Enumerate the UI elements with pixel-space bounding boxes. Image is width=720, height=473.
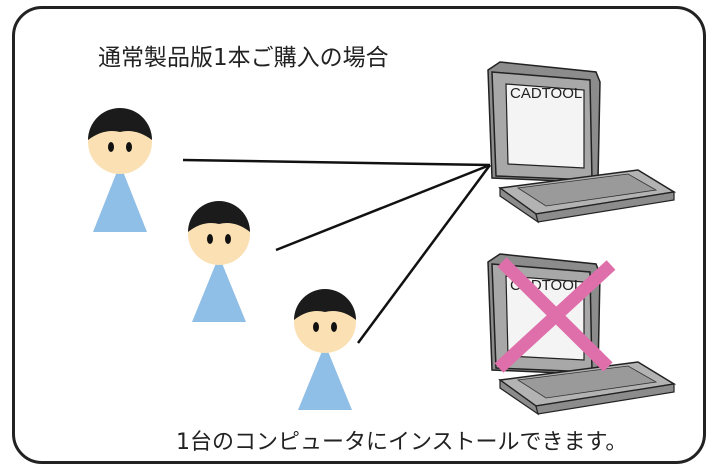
screen-label: CADTOOL [510,85,582,102]
diagram-heading: 通常製品版1本ご購入の場合 [98,45,389,71]
person-icon [188,201,250,322]
connection-line-2 [275,163,491,252]
connection-line-3 [356,164,492,344]
computer-icon: CADTOOL [487,61,677,224]
connection-line-1 [182,158,491,167]
diagram-caption: 1台のコンピュータにインストールできます。 [176,430,628,455]
connection-lines [182,158,492,344]
person-icon [88,108,152,232]
cross-icon [494,257,616,373]
person-icon [294,289,356,410]
